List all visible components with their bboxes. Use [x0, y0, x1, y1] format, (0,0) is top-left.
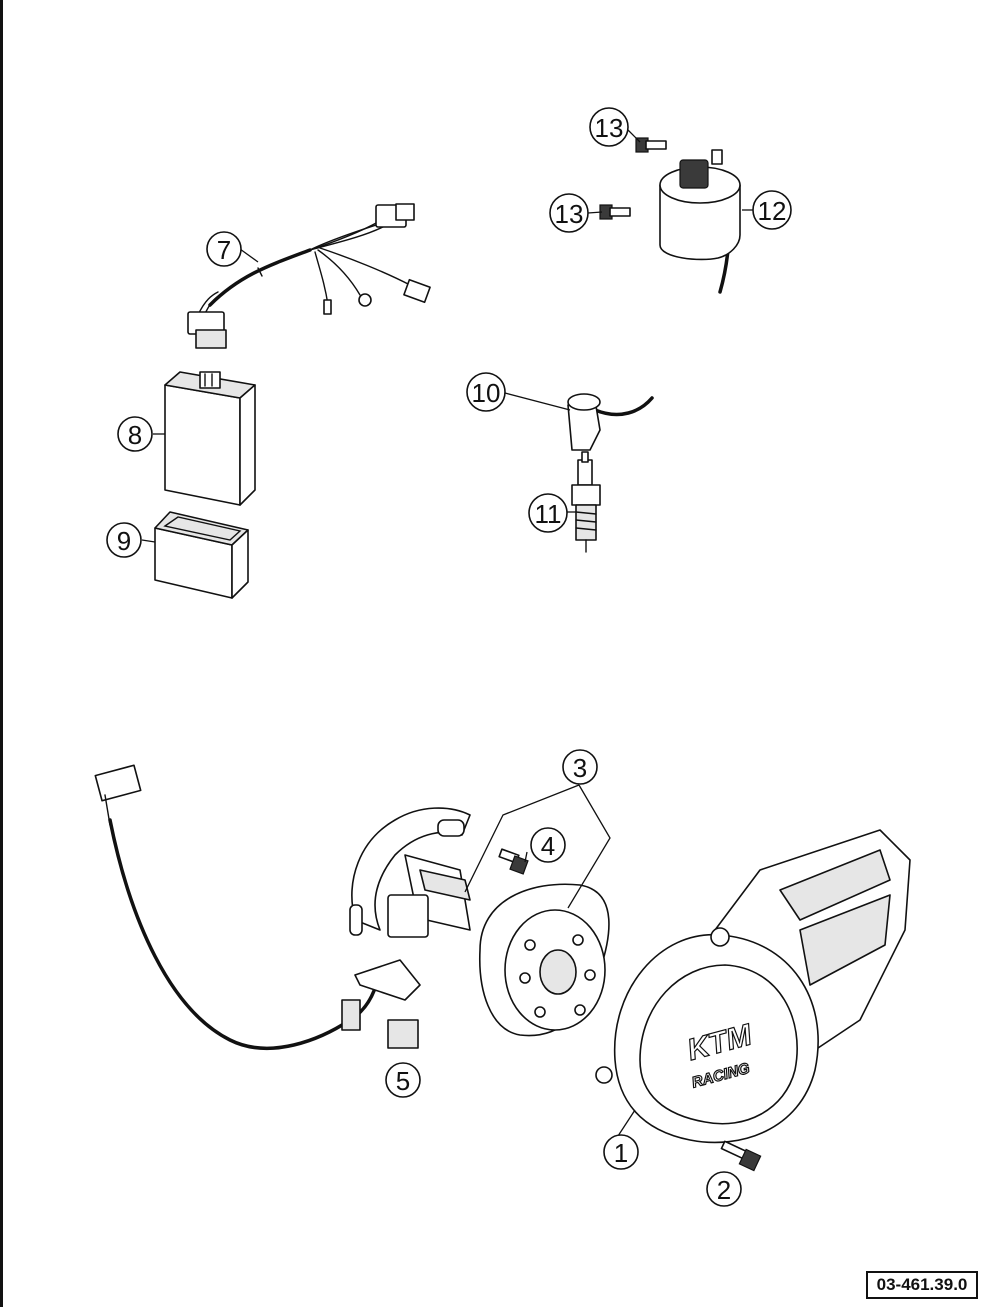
diagram-reference-number: 03-461.39.0 — [866, 1271, 978, 1299]
spark-plug-cap — [567, 393, 654, 451]
cover-screw — [720, 1140, 762, 1172]
rotor-bolt — [498, 848, 529, 875]
coil-bolt-upper — [635, 137, 667, 153]
svg-text:12: 12 — [758, 196, 787, 226]
callout-7: 7 — [206, 231, 242, 267]
callout-13-lower: 13 — [549, 193, 589, 233]
svg-text:2: 2 — [717, 1175, 731, 1205]
svg-text:10: 10 — [472, 378, 501, 408]
svg-text:13: 13 — [595, 113, 624, 143]
ignition-coil — [659, 149, 741, 294]
callout-2: 2 — [706, 1171, 742, 1207]
ignition-cover: KTM RACING — [595, 829, 911, 1144]
cdi-rubber-holder — [154, 511, 249, 599]
callout-1: 1 — [603, 1134, 639, 1170]
callout-4: 4 — [530, 827, 566, 863]
callout-12: 12 — [752, 190, 792, 230]
page-left-border — [0, 0, 3, 1307]
wiring-harness — [187, 203, 431, 349]
svg-text:4: 4 — [541, 831, 555, 861]
callout-9: 9 — [106, 522, 142, 558]
svg-text:13: 13 — [555, 199, 584, 229]
callout-5: 5 — [385, 1062, 421, 1098]
cdi-ignition-unit — [164, 371, 256, 506]
coil-bolt-lower — [599, 204, 631, 220]
leader-lines — [141, 127, 754, 1137]
svg-text:5: 5 — [396, 1066, 410, 1096]
callout-11: 11 — [528, 493, 568, 533]
svg-text:9: 9 — [117, 526, 131, 556]
svg-text:11: 11 — [535, 499, 562, 529]
callout-3: 3 — [562, 749, 598, 785]
svg-text:1: 1 — [614, 1138, 628, 1168]
svg-text:7: 7 — [217, 235, 231, 265]
stator-assembly — [94, 764, 471, 1050]
callout-8: 8 — [117, 416, 153, 452]
callout-10: 10 — [466, 372, 506, 412]
svg-text:3: 3 — [573, 753, 587, 783]
flywheel-rotor — [479, 883, 610, 1037]
spark-plug — [571, 451, 601, 553]
callout-13-upper: 13 — [589, 107, 629, 147]
svg-text:8: 8 — [128, 420, 142, 450]
